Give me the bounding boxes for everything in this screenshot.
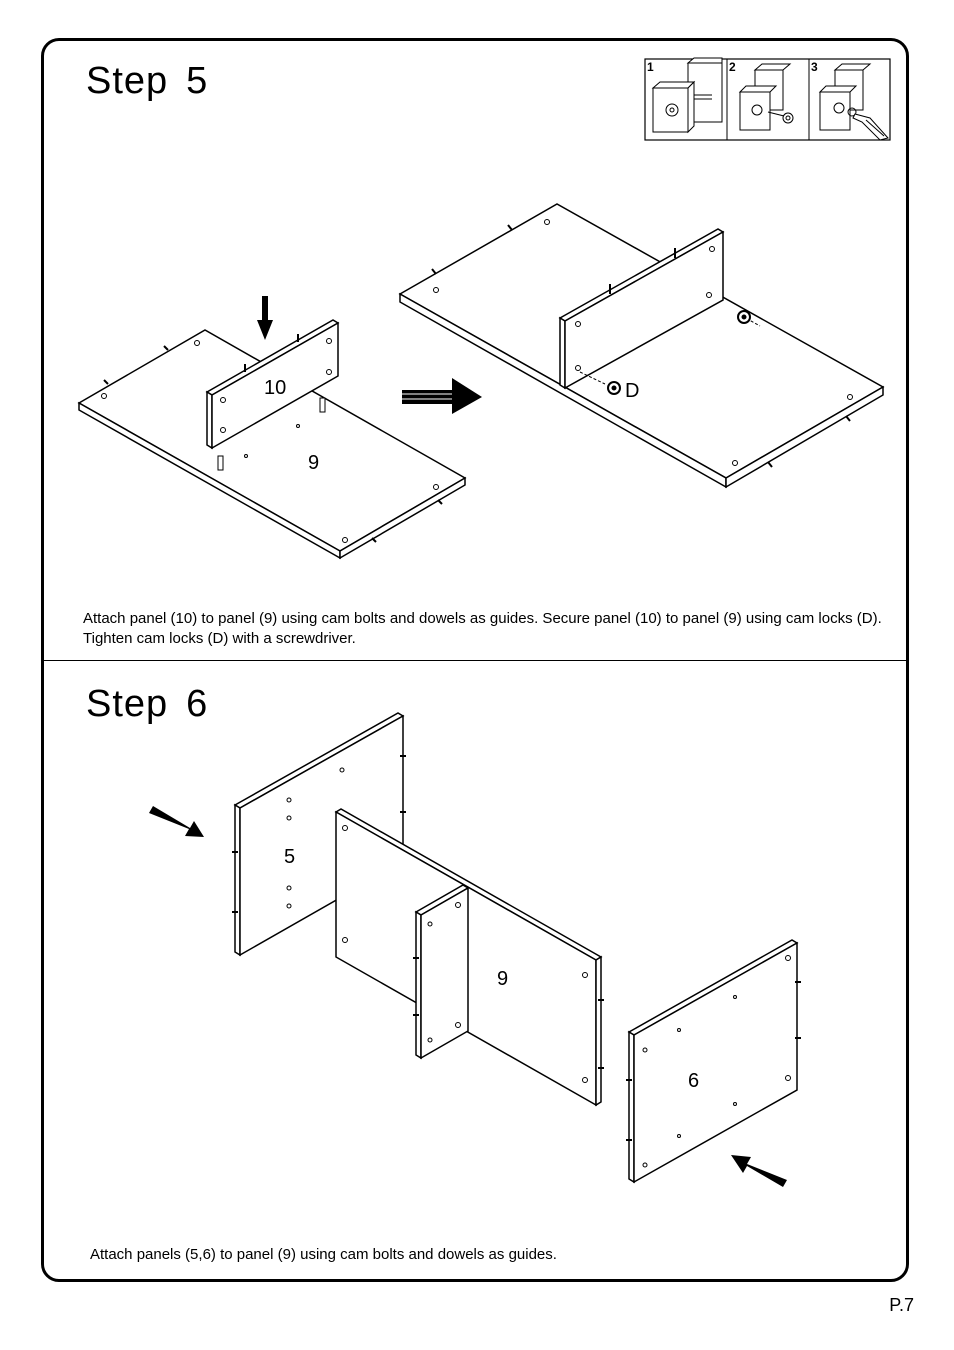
page-number: P.7 bbox=[889, 1295, 914, 1315]
step6-label-panel-9: 9 bbox=[497, 968, 508, 990]
step6-title: Step 6 bbox=[86, 683, 208, 726]
step5-label-cam-lock-d: D bbox=[625, 380, 639, 402]
inset-step2-drawing bbox=[738, 63, 794, 131]
step6-label-panel-6: 6 bbox=[688, 1070, 699, 1092]
step5-title: Step 5 bbox=[86, 60, 208, 103]
inset-step3-drawing bbox=[818, 63, 889, 141]
step5-before-drawing bbox=[77, 319, 467, 560]
step5-label-panel-10: 10 bbox=[264, 377, 286, 399]
arrow-right-icon bbox=[402, 378, 482, 414]
inset-step2-number: 2 bbox=[729, 60, 736, 74]
step-divider bbox=[41, 660, 909, 661]
step6-caption: Attach panels (5,6) to panel (9) using c… bbox=[90, 1246, 557, 1263]
step5-caption: Attach panel (10) to panel (9) using cam… bbox=[83, 610, 882, 647]
inset-step1-drawing bbox=[651, 57, 723, 134]
arrow-diagonal-icon bbox=[149, 806, 787, 1187]
step5-title-number: 5 bbox=[186, 60, 209, 102]
step5-title-word: Step bbox=[86, 60, 169, 102]
cam-lock-inset bbox=[644, 57, 891, 141]
inset-step1-number: 1 bbox=[647, 60, 654, 74]
step6-label-panel-5: 5 bbox=[284, 846, 295, 868]
cam-lock-icon bbox=[607, 310, 751, 395]
step6-title-number: 6 bbox=[186, 683, 209, 725]
step6-title-word: Step bbox=[86, 683, 169, 725]
inset-step3-number: 3 bbox=[811, 60, 818, 74]
step5-label-panel-9: 9 bbox=[308, 452, 319, 474]
arrow-down-icon bbox=[257, 296, 273, 340]
step6-drawing bbox=[232, 712, 801, 1184]
step5-after-drawing bbox=[398, 203, 885, 489]
